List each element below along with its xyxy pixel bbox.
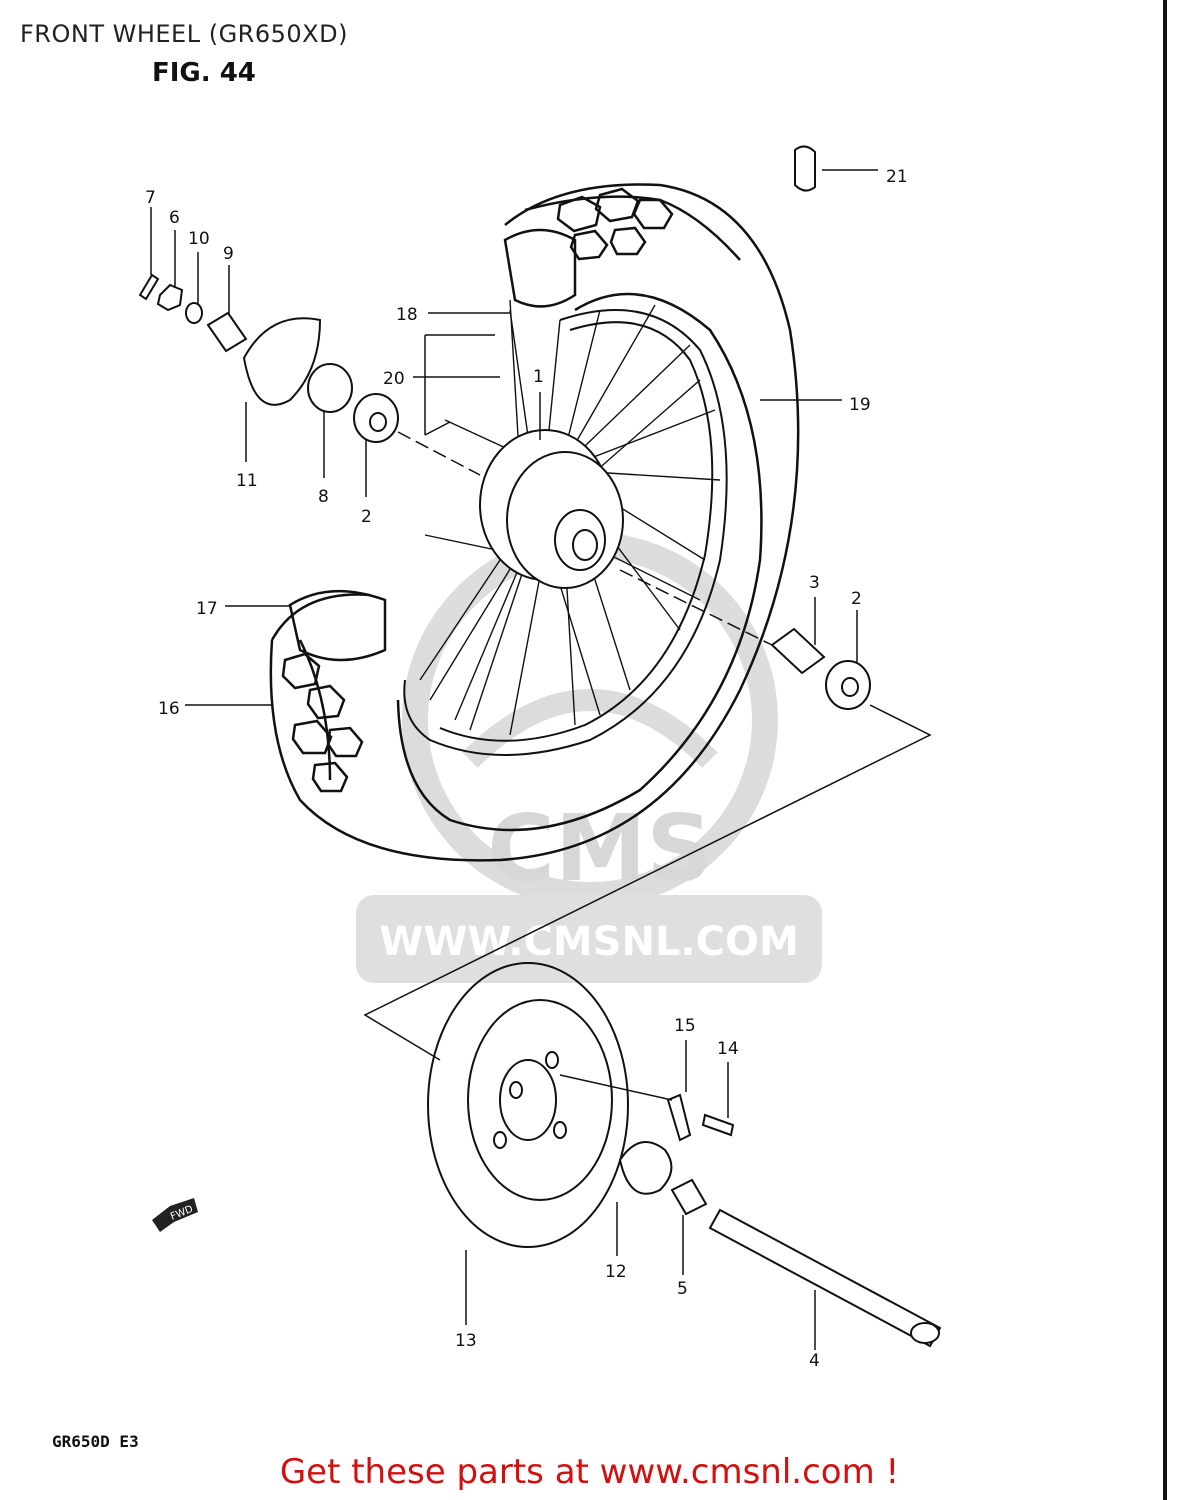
footer-link-text[interactable]: Get these parts at www.cmsnl.com ! (279, 1452, 900, 1492)
cms-watermark: CMS WWW.CMSNL.COM (356, 532, 822, 983)
callout-label: 20 (383, 369, 405, 389)
callout-label: 7 (145, 188, 156, 208)
lower-parts (618, 1093, 942, 1348)
figure-number: FIG. 44 (152, 58, 256, 88)
callout-label: 15 (674, 1016, 696, 1036)
callout-label: 11 (236, 471, 258, 491)
callouts (150, 169, 878, 1350)
callout-label: 19 (849, 395, 871, 415)
guide-lines (363, 431, 932, 1101)
callout-label: 13 (455, 1331, 477, 1351)
callout-label: 10 (188, 229, 210, 249)
callout-label: 5 (677, 1279, 688, 1299)
watermark-logo-text: CMS (487, 795, 712, 902)
callout-label: 4 (809, 1351, 820, 1371)
tire (269, 183, 800, 862)
callout-label: 14 (717, 1039, 739, 1059)
callout-label: 2 (851, 589, 862, 609)
callout-label: 3 (809, 573, 820, 593)
scan-edge-border (1163, 0, 1167, 1500)
watermark-url: WWW.CMSNL.COM (379, 919, 799, 965)
hub (479, 429, 624, 589)
model-code: GR650D E3 (52, 1432, 139, 1451)
brake-disc (427, 962, 629, 1248)
callout-label: 18 (396, 305, 418, 325)
callout-label: 1 (533, 367, 544, 387)
fwd-arrow: FWD (152, 1198, 198, 1232)
right-hub-parts (770, 145, 871, 710)
callout-label: 9 (223, 244, 234, 264)
callout-label: 6 (169, 208, 180, 228)
callout-label: 12 (605, 1262, 627, 1282)
callout-label: 17 (196, 599, 218, 619)
callout-label: 2 (361, 507, 372, 527)
callout-label: 16 (158, 699, 180, 719)
left-hub-parts (138, 273, 399, 443)
callout-label: 8 (318, 487, 329, 507)
rim (403, 309, 728, 756)
callout-label: 21 (886, 167, 908, 187)
page-title: FRONT WHEEL (GR650XD) (20, 20, 348, 48)
callout-labels: 7 6 10 9 11 8 2 18 20 1 19 21 17 16 3 2 … (145, 167, 908, 1371)
